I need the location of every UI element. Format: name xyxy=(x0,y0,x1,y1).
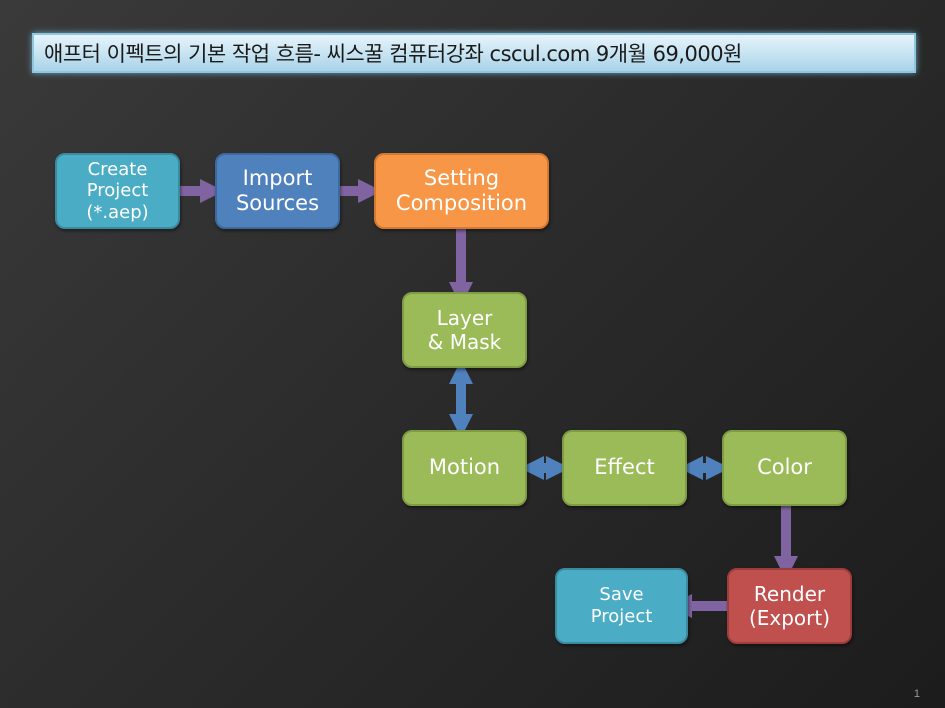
page-number: 1 xyxy=(913,688,920,700)
create-project-label: Create Project (*.aep) xyxy=(86,158,149,223)
title-banner: 애프터 이펙트의 기본 작업 흐름- 씨스꿀 컴퓨터강좌 cscul.com 9… xyxy=(32,33,916,73)
motion-node: Motion xyxy=(402,430,527,506)
render-export-node: Render (Export) xyxy=(727,568,852,644)
setting-composition-label: Setting Composition xyxy=(395,165,528,215)
setting-composition-node: Setting Composition xyxy=(374,153,549,229)
effect-label: Effect xyxy=(594,455,655,480)
import-sources-node: Import Sources xyxy=(215,153,340,229)
effect-node: Effect xyxy=(562,430,687,506)
motion-label: Motion xyxy=(428,455,501,480)
layer-mask-node: Layer & Mask xyxy=(402,292,527,368)
save-project-label: Save Project xyxy=(590,584,653,627)
layer-mask-label: Layer & Mask xyxy=(427,306,502,354)
color-label: Color xyxy=(757,455,812,480)
page-title: 애프터 이펙트의 기본 작업 흐름- 씨스꿀 컴퓨터강좌 cscul.com 9… xyxy=(44,42,742,66)
color-node: Color xyxy=(722,430,847,506)
import-sources-label: Import Sources xyxy=(235,165,320,215)
save-project-node: Save Project xyxy=(555,568,688,644)
create-project-node: Create Project (*.aep) xyxy=(55,153,180,229)
render-export-label: Render (Export) xyxy=(748,582,831,630)
